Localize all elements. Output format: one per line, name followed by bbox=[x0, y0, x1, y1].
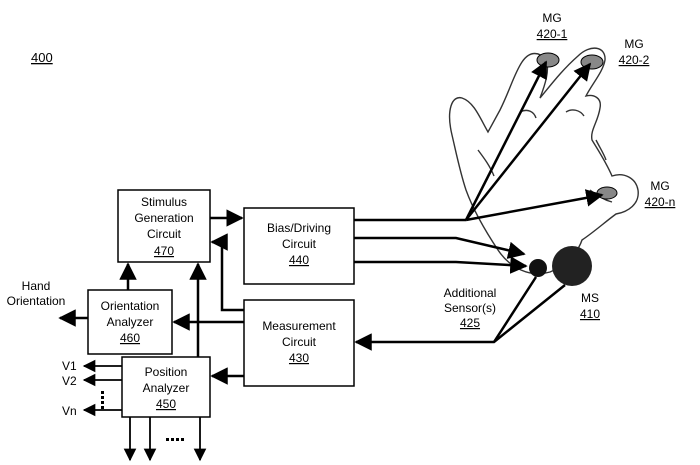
hand-orientation-label-line2: Orientation bbox=[7, 294, 66, 308]
additional-sensor-line bbox=[492, 276, 538, 343]
measurement-circuit-box bbox=[243, 299, 355, 387]
hand-orientation-label-line1: Hand bbox=[22, 279, 51, 293]
position-line2: Analyzer bbox=[143, 381, 190, 395]
ms-ref-number: 410 bbox=[580, 307, 600, 321]
arrow-to-mg-1 bbox=[464, 60, 548, 221]
bias-line1: Bias/Driving bbox=[267, 221, 331, 235]
magnet-mg-n bbox=[596, 186, 618, 200]
v2-label: V2 bbox=[62, 374, 77, 388]
additional-sensor-ref-number: 425 bbox=[460, 316, 480, 330]
ellipsis-dots-vertical bbox=[101, 391, 104, 409]
mgn-ref-number: 420-n bbox=[645, 195, 676, 209]
v1-label: V1 bbox=[62, 359, 77, 373]
additional-sensor-label-line1: Additional bbox=[444, 286, 497, 300]
ellipsis-dots-horizontal bbox=[166, 438, 184, 441]
orientation-analyzer-box bbox=[87, 289, 173, 355]
stimulus-ref-number: 470 bbox=[154, 244, 174, 258]
position-ref-number: 450 bbox=[156, 397, 176, 411]
additional-sensor bbox=[529, 259, 547, 277]
mg2-label: MG bbox=[624, 37, 643, 51]
vn-label: Vn bbox=[62, 404, 77, 418]
ms-label: MS bbox=[581, 291, 599, 305]
arrow-measurement-to-stimulus bbox=[210, 233, 244, 312]
arrow-bias-to-ms bbox=[354, 256, 528, 274]
bias-line2: Circuit bbox=[282, 237, 317, 251]
mgn-label: MG bbox=[650, 179, 669, 193]
stimulus-line1: Stimulus bbox=[141, 195, 187, 209]
connections bbox=[58, 60, 604, 462]
position-analyzer-box bbox=[121, 356, 211, 418]
orientation-line2: Analyzer bbox=[107, 315, 154, 329]
figure-number: 400 bbox=[31, 50, 53, 65]
mg2-ref-number: 420-2 bbox=[619, 53, 650, 67]
arrow-bias-to-additional-sensor bbox=[354, 236, 526, 259]
bias-ref-number: 440 bbox=[289, 253, 309, 267]
measurement-line1: Measurement bbox=[262, 319, 336, 333]
stimulus-line2: Generation bbox=[134, 211, 193, 225]
magnet-mg-2 bbox=[580, 54, 604, 70]
measurement-ref-number: 430 bbox=[289, 351, 309, 365]
hand-illustration bbox=[448, 47, 639, 275]
bias-driving-circuit-box bbox=[243, 207, 355, 285]
stimulus-line3: Circuit bbox=[147, 227, 182, 241]
position-line1: Position bbox=[145, 365, 188, 379]
mg1-label: MG bbox=[542, 11, 561, 25]
arrow-to-mg-n bbox=[465, 189, 604, 222]
arrow-to-mg-2 bbox=[465, 62, 592, 221]
magnetic-sensor-ms bbox=[552, 246, 592, 286]
measurement-line2: Circuit bbox=[282, 335, 317, 349]
stimulus-generation-circuit-box bbox=[117, 189, 211, 263]
orientation-line1: Orientation bbox=[101, 299, 160, 313]
additional-sensor-label-line2: Sensor(s) bbox=[444, 301, 496, 315]
mg1-ref-number: 420-1 bbox=[537, 27, 568, 41]
orientation-ref-number: 460 bbox=[120, 331, 140, 345]
magnet-mg-1 bbox=[536, 52, 560, 68]
